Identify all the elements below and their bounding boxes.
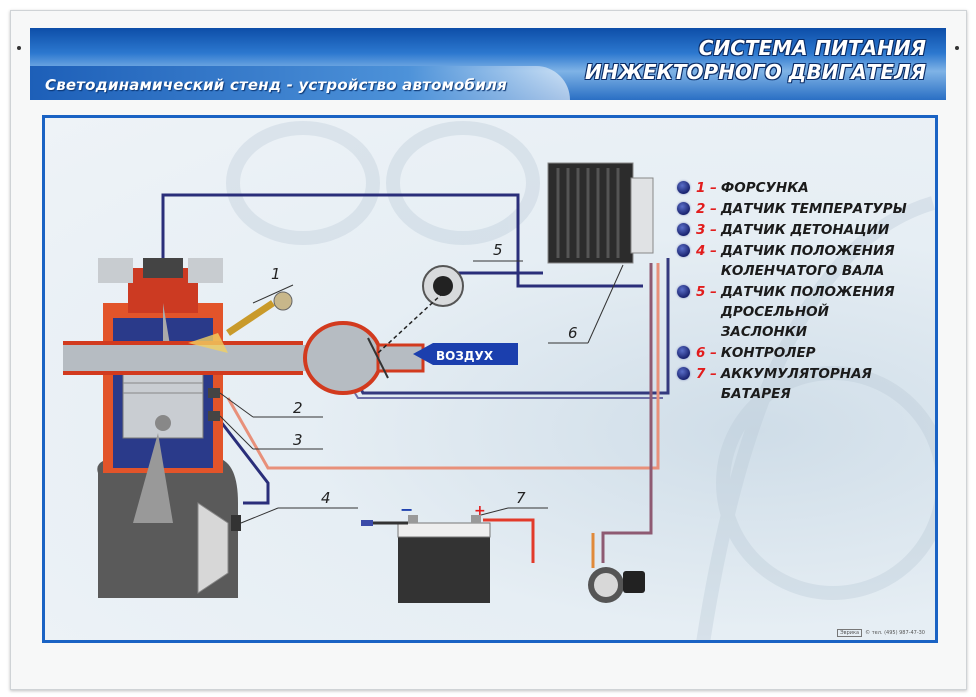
- indicator-lamp-icon[interactable]: [677, 244, 690, 257]
- battery-plus: +: [474, 503, 486, 519]
- injection-system-diagram: ВОЗДУХ − + 1 2 3 4 5: [63, 121, 935, 640]
- throttle-position-sensor: [377, 265, 464, 354]
- legend-label: ДАТЧИК ПОЛОЖЕНИЯ ДРОСЕЛЬНОЙ ЗАСЛОНКИ: [720, 284, 895, 340]
- callout-4: 4: [321, 489, 331, 507]
- legend-item: 2 –ДАТЧИК ТЕМПЕРАТУРЫ: [675, 199, 907, 219]
- callout-5: 5: [493, 241, 503, 259]
- legend-number: 5 –: [696, 284, 717, 300]
- battery: − +: [361, 500, 491, 603]
- legend-number: 7 –: [696, 366, 717, 382]
- legend-item: 5 –ДАТЧИК ПОЛОЖЕНИЯ ДРОСЕЛЬНОЙ ЗАСЛОНКИ: [675, 282, 907, 342]
- legend-item: 1 –ФОРСУНКА: [675, 178, 907, 198]
- intake-manifold: [63, 321, 425, 395]
- header-sheen: [30, 66, 570, 100]
- legend-item: 3 –ДАТЧИК ДЕТОНАЦИИ: [675, 220, 907, 240]
- title-line-1: СИСТЕМА ПИТАНИЯ: [698, 36, 926, 60]
- air-label: ВОЗДУХ: [436, 349, 494, 363]
- crankshaft-sensor: [231, 515, 241, 531]
- legend-label: ДАТЧИК ТЕМПЕРАТУРЫ: [720, 201, 907, 217]
- engine: [97, 258, 239, 598]
- air-arrow: ВОЗДУХ: [413, 343, 518, 365]
- callouts: 1 2 3 4 5 6 7: [219, 241, 624, 524]
- indicator-lamp-icon[interactable]: [677, 223, 690, 236]
- wires: [161, 193, 670, 568]
- knock-sensor: [208, 411, 220, 421]
- legend-number: 1 –: [696, 180, 717, 196]
- legend-item: 4 –ДАТЧИК ПОЛОЖЕНИЯ КОЛЕНЧАТОГО ВАЛА: [675, 241, 907, 281]
- legend-label: КОНТРОЛЕР: [720, 345, 816, 361]
- legend-number: 3 –: [696, 222, 717, 238]
- indicator-lamp-icon[interactable]: [677, 285, 690, 298]
- legend-item: 6 –КОНТРОЛЕР: [675, 343, 907, 363]
- indicator-lamp-icon[interactable]: [677, 346, 690, 359]
- legend-label: ДАТЧИК ДЕТОНАЦИИ: [720, 222, 890, 238]
- callout-3: 3: [293, 431, 303, 449]
- poster-subtitle: Светодинамический стенд - устройство авт…: [45, 76, 507, 94]
- diagram-panel: ВОЗДУХ − + 1 2 3 4 5: [42, 115, 938, 643]
- callout-2: 2: [293, 399, 303, 417]
- ignition-switch: [588, 567, 645, 603]
- header-band: Светодинамический стенд - устройство авт…: [30, 28, 946, 100]
- legend-label: ДАТЧИК ПОЛОЖЕНИЯ КОЛЕНЧАТОГО ВАЛА: [720, 243, 895, 279]
- legend-number: 2 –: [696, 201, 717, 217]
- indicator-lamp-icon[interactable]: [677, 367, 690, 380]
- title-line-2: ИНЖЕКТОРНОГО ДВИГАТЕЛЯ: [584, 60, 926, 84]
- copyright-text: © тел. (495) 987-47-30: [865, 630, 925, 636]
- legend-label: АККУМУЛЯТОРНАЯ БАТАРЕЯ: [720, 366, 872, 402]
- screw: [17, 46, 21, 50]
- screw: [955, 46, 959, 50]
- battery-minus: −: [400, 500, 413, 519]
- brand-logo: Эврика: [837, 629, 863, 637]
- indicator-lamp-icon[interactable]: [677, 202, 690, 215]
- callout-1: 1: [271, 265, 281, 283]
- callout-6: 6: [568, 324, 578, 342]
- temperature-sensor: [208, 388, 220, 398]
- copyright: Эврика© тел. (495) 987-47-30: [837, 629, 925, 637]
- background-art: [226, 121, 935, 640]
- injector: [226, 291, 293, 336]
- legend-number: 6 –: [696, 345, 717, 361]
- legend-number: 4 –: [696, 243, 717, 259]
- legend-item: 7 –АККУМУЛЯТОРНАЯ БАТАРЕЯ: [675, 364, 907, 404]
- indicator-lamp-icon[interactable]: [677, 181, 690, 194]
- poster-title: СИСТЕМА ПИТАНИЯ ИНЖЕКТОРНОГО ДВИГАТЕЛЯ: [585, 36, 926, 84]
- callout-7: 7: [516, 489, 526, 507]
- legend-label: ФОРСУНКА: [720, 180, 809, 196]
- controller: [547, 162, 654, 264]
